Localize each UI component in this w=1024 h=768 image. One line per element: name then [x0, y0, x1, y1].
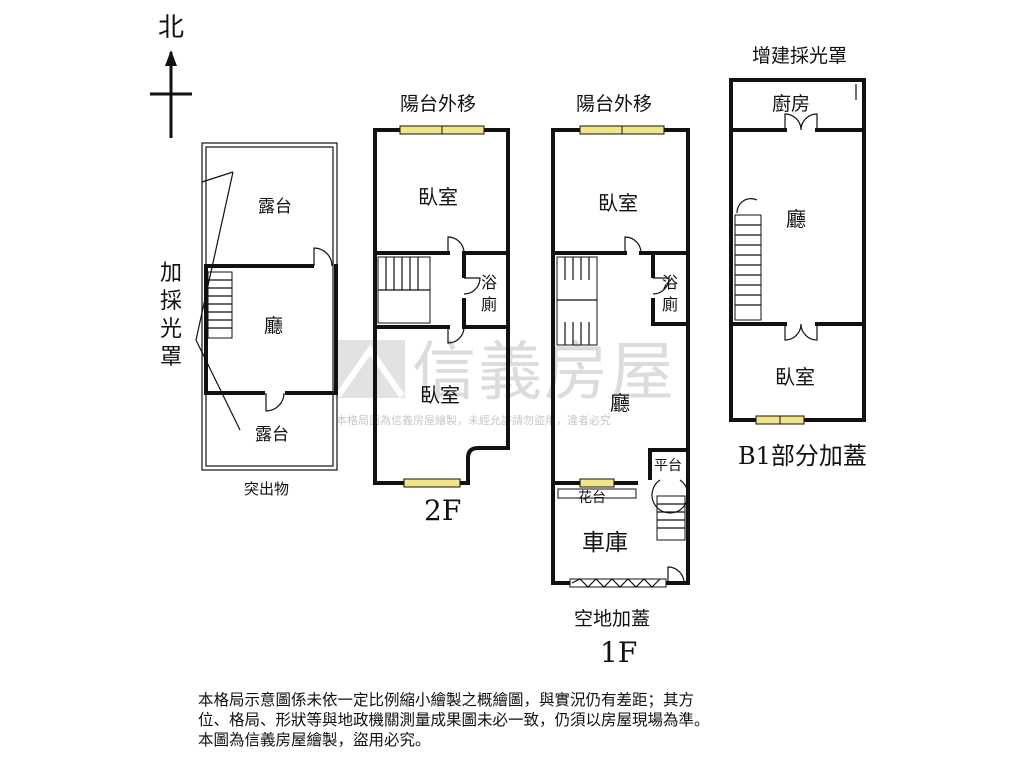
- 1f-balcony-label: 陽台外移: [576, 93, 652, 115]
- 1f-flower-bed-label: 花台: [578, 490, 606, 506]
- roof-stairs-icon: [207, 271, 233, 339]
- 1f-open-space-label: 空地加蓋: [574, 608, 650, 630]
- roof-terrace-top-label: 露台: [258, 197, 292, 217]
- b1-hall-label: 廳: [786, 207, 806, 231]
- 1f-entry-stairs-icon: [656, 495, 686, 541]
- roof-terrace-bottom-label: 露台: [255, 425, 289, 445]
- 1f-title: 1F: [600, 636, 637, 669]
- roof-protrusion-label: 突出物: [244, 480, 289, 498]
- watermark-notice: 本格局圖為信義房屋繪製，未經允許請勿盜用，違者必究: [336, 413, 611, 427]
- disclaimer-line-1: 本格局示意圖係未依一定比例縮小繪製之概繪圖，與實況仍有差距；其方: [198, 691, 695, 709]
- 1f-door-bath-icon: [652, 277, 670, 295]
- b1-title: B1部分加蓋: [738, 442, 867, 470]
- 2f-stairs-icon: [377, 256, 431, 324]
- roof-hall-label: 廳: [264, 315, 283, 337]
- 2f-door-bath-icon: [463, 277, 481, 295]
- b1-bedroom-label: 臥室: [775, 365, 815, 389]
- 1f-door-bedroom-icon: [624, 236, 642, 254]
- 2f-bedroom-back-label: 臥室: [420, 383, 460, 407]
- b1-door-stairs-icon: [736, 198, 758, 214]
- floor-b1-plan: [729, 78, 866, 425]
- 2f-title: 2F: [424, 494, 461, 527]
- svg-text:光: 光: [160, 317, 182, 342]
- 2f-door-back-icon: [447, 326, 465, 344]
- 1f-door-platform-icon: [651, 479, 689, 514]
- 1f-stairs-icon: [556, 256, 598, 346]
- b1-door-bedroom-icon: [784, 323, 818, 341]
- b1-stairs-icon: [734, 214, 762, 321]
- roof-door-top-icon: [313, 247, 333, 267]
- 2f-door-bedroom-icon: [447, 236, 465, 254]
- watermark-brand: 信義房屋: [412, 336, 676, 410]
- 1f-bedroom-label: 臥室: [598, 191, 638, 215]
- 2f-bath-label: 浴: [481, 273, 497, 292]
- 1f-platform-label: 平台: [654, 458, 682, 474]
- b1-kitchen-label: 廚房: [772, 92, 810, 115]
- disclaimer-line-2: 位、格局、形狀等與地政機關測量成果圖未必一致，仍須以房屋現場為準。: [198, 711, 710, 729]
- floor-1f-plan: [551, 125, 690, 588]
- 2f-balcony-label: 陽台外移: [400, 93, 476, 115]
- svg-text:罩: 罩: [160, 345, 182, 370]
- 1f-hall-label: 廳: [610, 391, 630, 415]
- 1f-bath-label-2: 廁: [662, 295, 678, 314]
- roof-plan: [195, 142, 338, 471]
- watermark: 信義房屋 本格局圖為信義房屋繪製，未經允許請勿盜用，違者必究: [335, 336, 676, 427]
- north-arrow-icon: [150, 50, 192, 138]
- watermark-logo-icon: [335, 340, 405, 398]
- 1f-garage-label: 車庫: [582, 530, 628, 556]
- roof-door-bottom-icon: [265, 392, 285, 412]
- floor-2f-plan: [373, 125, 510, 488]
- roof-skylight-label: 加 採 光 罩: [160, 261, 182, 370]
- 1f-door-garage-icon: [667, 566, 685, 584]
- compass-north-label: 北: [158, 13, 184, 43]
- 2f-bedroom-front-label: 臥室: [418, 185, 458, 209]
- 2f-bath-label-2: 廁: [481, 295, 497, 314]
- b1-skylight-label: 增建採光罩: [752, 45, 847, 67]
- svg-text:加: 加: [160, 261, 182, 286]
- 1f-bath-label: 浴: [662, 273, 678, 292]
- disclaimer-line-3: 本圖為信義房屋繪製，盜用必究。: [198, 731, 431, 749]
- b1-door-kitchen-icon: [784, 113, 818, 131]
- disclaimer-notes: 本格局示意圖係未依一定比例縮小繪製之概繪圖，與實況仍有差距；其方 位、格局、形狀…: [198, 690, 918, 750]
- svg-text:採: 採: [160, 289, 182, 314]
